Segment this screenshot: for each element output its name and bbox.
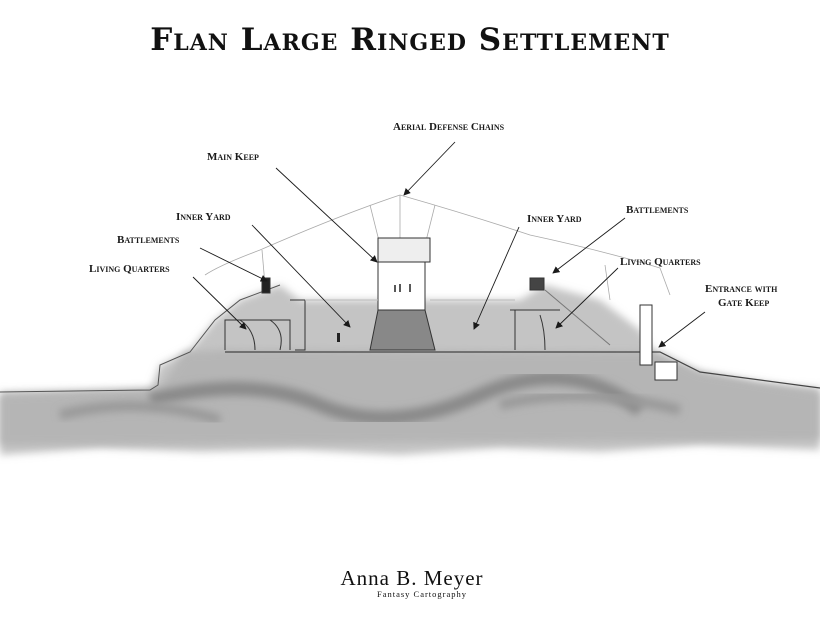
left-living-quarters [224, 277, 306, 351]
label-entrance: Entrance with [705, 283, 778, 295]
logo-subtitle: Fantasy Cartography [376, 589, 468, 599]
person-figure [337, 333, 340, 342]
label-inner-yard-right: Inner Yard [527, 213, 582, 225]
label-arrows [192, 141, 706, 348]
author-logo: Anna B. Meyer Fantasy Cartography [322, 566, 502, 599]
cliff-rock [0, 284, 820, 455]
aerial-defense-chains [204, 194, 671, 301]
gate-keep [639, 304, 678, 381]
label-inner-yard-left: Inner Yard [176, 211, 231, 223]
logo-name: Anna B. Meyer [340, 566, 484, 590]
label-battlements-right: Battlements [626, 204, 689, 216]
page-title: Flan Large Ringed Settlement [150, 22, 670, 58]
label-living-quarters-right: Living Quarters [620, 256, 701, 268]
label-main-keep: Main Keep [207, 151, 259, 163]
label-battlements-left: Battlements [117, 234, 180, 246]
label-aerial-defense-chains: Aerial Defense Chains [393, 121, 505, 133]
main-keep [305, 237, 515, 351]
right-living-quarters [510, 277, 611, 351]
label-gate-keep: Gate Keep [718, 297, 770, 309]
label-living-quarters-left: Living Quarters [89, 263, 170, 275]
